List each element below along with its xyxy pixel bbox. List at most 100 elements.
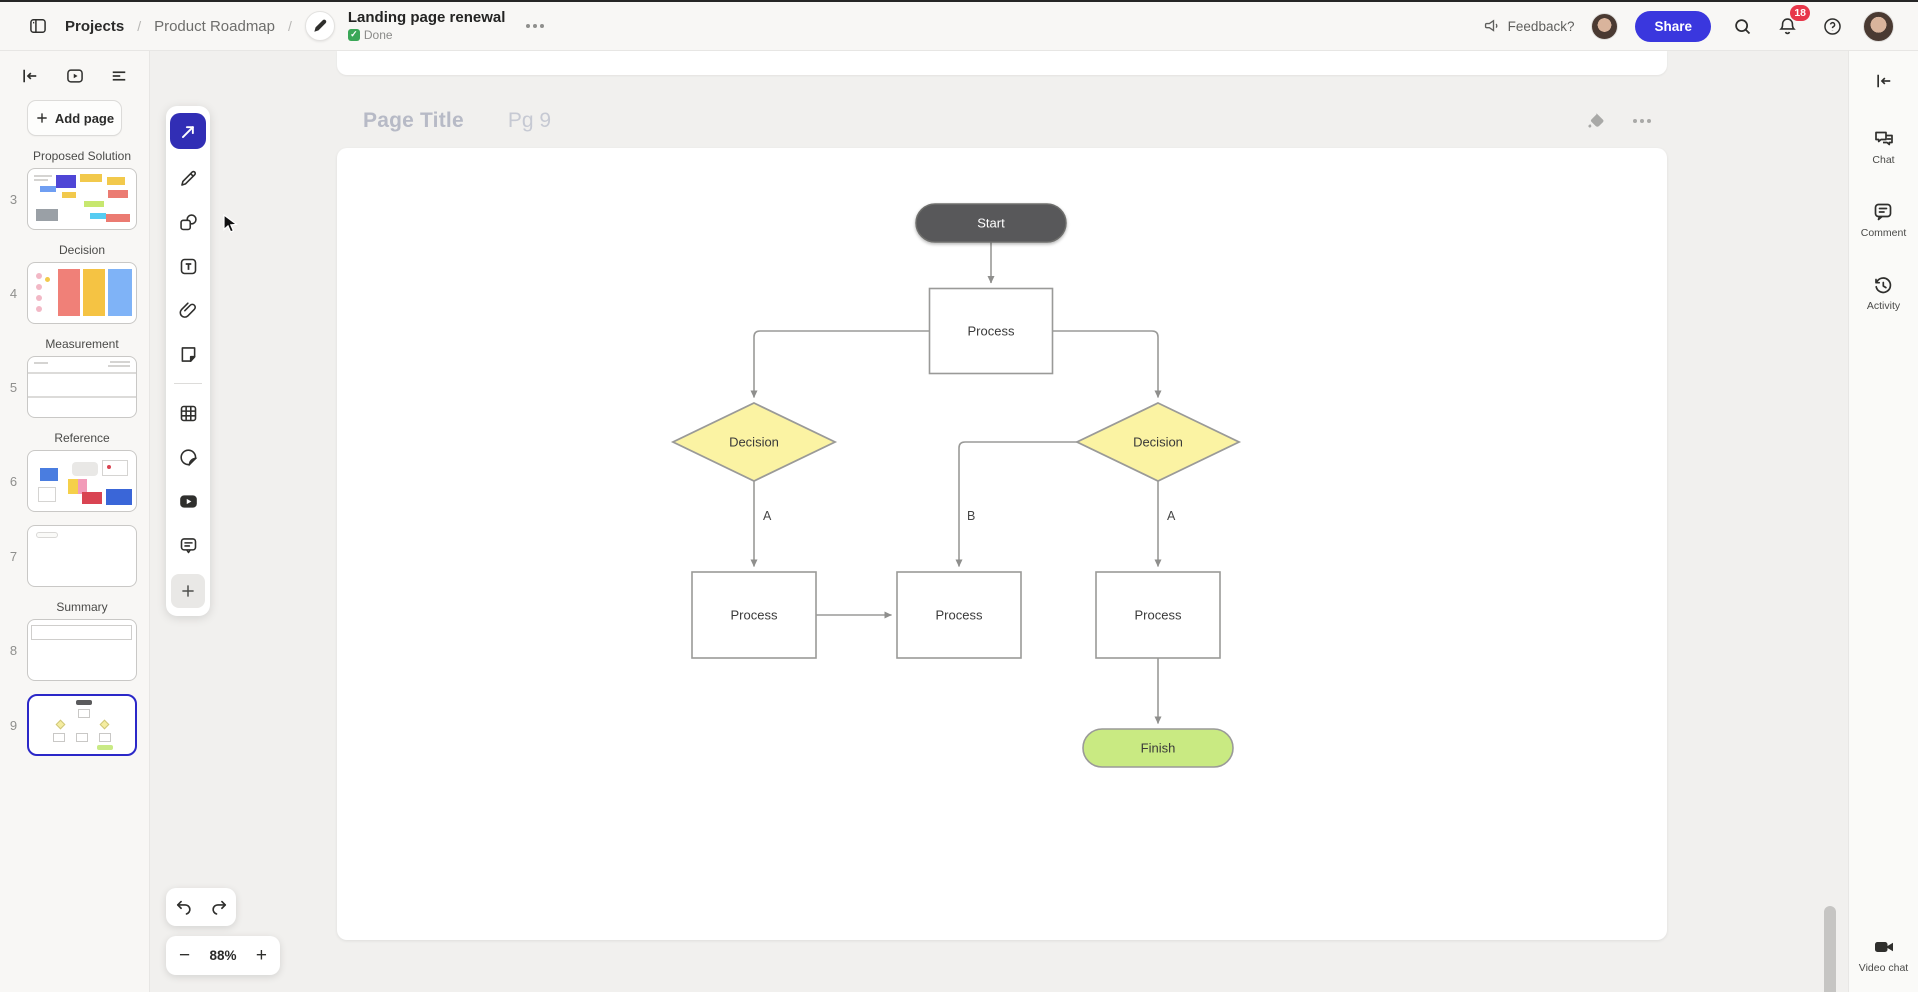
node-decision-right[interactable]: Decision: [1074, 402, 1242, 482]
breadcrumb-parent[interactable]: Product Roadmap: [154, 17, 275, 35]
page-thumbnail-9-selected[interactable]: [27, 694, 137, 756]
page-thumbnail-4[interactable]: [27, 262, 137, 324]
activity-button[interactable]: Activity: [1867, 273, 1900, 312]
page-thumbnail-7[interactable]: [27, 525, 137, 587]
user-avatar[interactable]: [1863, 10, 1894, 42]
window-top-edge: [0, 0, 1918, 2]
edge-decision-right-b: [955, 441, 1077, 567]
edge-label: A: [763, 509, 772, 523]
page-list: Proposed Solution 3: [0, 149, 149, 756]
sticky-note-tool[interactable]: [173, 339, 203, 369]
edge-process-decision-left: [750, 330, 930, 398]
zoom-out-button[interactable]: −: [179, 945, 191, 966]
breadcrumb-separator: /: [288, 18, 292, 34]
vertical-scrollbar[interactable]: [1824, 906, 1836, 992]
page-entry: 9: [0, 694, 149, 756]
node-start[interactable]: Start: [915, 203, 1067, 243]
comment-button[interactable]: Comment: [1860, 200, 1907, 239]
redo-button[interactable]: [209, 897, 229, 917]
doc-more-menu-icon[interactable]: [526, 24, 545, 28]
fill-color-icon[interactable]: [1585, 110, 1607, 132]
page-number: 5: [9, 379, 18, 395]
page-entry: Reference 6: [0, 431, 149, 512]
search-icon[interactable]: [1728, 12, 1756, 40]
doc-status-badge[interactable]: ✓ Done: [347, 27, 506, 42]
node-process-3[interactable]: Process: [896, 571, 1022, 659]
node-label: Start: [977, 216, 1005, 231]
select-tool[interactable]: [170, 113, 206, 149]
draw-tool[interactable]: [173, 163, 203, 193]
table-tool[interactable]: [173, 398, 203, 428]
share-button[interactable]: Share: [1635, 10, 1711, 42]
activity-label: Activity: [1866, 300, 1901, 312]
status-label: Done: [363, 27, 393, 42]
page-group-label: Reference: [54, 431, 110, 445]
more-tools-button[interactable]: [171, 574, 205, 608]
node-label: Decision: [1133, 435, 1183, 450]
page-group-label: Measurement: [45, 337, 119, 351]
feedback-button[interactable]: Feedback?: [1483, 17, 1574, 35]
flowchart-edges: [750, 242, 1162, 724]
tool-divider: [174, 383, 202, 384]
tool-palette: [166, 106, 210, 616]
edge-process-decision-right: [1052, 330, 1162, 398]
video-camera-icon: [1874, 942, 1893, 952]
node-finish[interactable]: Finish: [1082, 728, 1234, 768]
comment-icon: [1875, 203, 1892, 221]
node-label: Process: [936, 608, 983, 623]
page-number: 3: [9, 191, 18, 207]
whiteboard-page[interactable]: A B A Start Process Decision: [337, 148, 1667, 940]
chat-label: Chat: [1872, 154, 1895, 166]
page-thumbnail-5[interactable]: [27, 356, 137, 418]
zoom-level[interactable]: 88%: [209, 948, 237, 963]
page-thumbnail-3[interactable]: [27, 168, 137, 230]
add-page-button[interactable]: Add page: [27, 100, 122, 136]
collapse-sidebar-icon[interactable]: [20, 66, 40, 86]
node-label: Decision: [729, 435, 779, 450]
doc-title[interactable]: Landing page renewal: [347, 9, 506, 27]
text-tool[interactable]: [173, 251, 203, 281]
node-process-4[interactable]: Process: [1095, 571, 1221, 659]
previous-page-edge[interactable]: [337, 51, 1667, 75]
chat-button[interactable]: Chat: [1872, 127, 1896, 166]
page-thumbnail-6[interactable]: [27, 450, 137, 512]
shapes-tool[interactable]: [173, 207, 203, 237]
video-tool[interactable]: [173, 486, 203, 516]
node-process-2[interactable]: Process: [691, 571, 817, 659]
page-more-menu-icon[interactable]: [1633, 119, 1651, 123]
doc-pencil-icon[interactable]: [304, 11, 335, 41]
history-panel: [166, 888, 236, 926]
collaborator-avatar[interactable]: [1591, 12, 1619, 40]
collapse-panel-icon[interactable]: [1874, 71, 1894, 91]
node-label: Process: [731, 608, 778, 623]
node-label: Process: [968, 324, 1015, 339]
breadcrumb-projects[interactable]: Projects: [65, 17, 125, 35]
video-chat-button[interactable]: Video chat: [1859, 935, 1908, 974]
node-label: Process: [1135, 608, 1182, 623]
collaboration-sidebar: Chat Comment Activity Video chat: [1848, 51, 1918, 992]
comment-label: Comment: [1860, 227, 1907, 239]
page-title[interactable]: Page Title: [363, 109, 464, 132]
attachment-tool[interactable]: [173, 295, 203, 325]
video-chat-label: Video chat: [1858, 962, 1909, 974]
node-decision-left[interactable]: Decision: [670, 402, 838, 482]
notifications-bell-icon[interactable]: 18: [1773, 5, 1810, 40]
page-list-icon[interactable]: [109, 66, 129, 86]
sidebar-toggle-icon[interactable]: [24, 12, 52, 40]
megaphone-icon: [1484, 19, 1498, 32]
comment-tool[interactable]: [173, 530, 203, 560]
page-group-label: Summary: [56, 600, 108, 614]
zoom-in-button[interactable]: +: [255, 945, 267, 966]
help-icon[interactable]: [1818, 12, 1846, 40]
undo-button[interactable]: [174, 897, 194, 917]
page-entry: Summary 8: [0, 600, 149, 681]
page-group-label: Proposed Solution: [32, 149, 132, 163]
sticker-tool[interactable]: [173, 442, 203, 472]
page-number: 8: [9, 642, 18, 658]
canvas-area[interactable]: Page Title Pg 9: [150, 51, 1848, 992]
page-number: 9: [9, 717, 18, 733]
edge-label: A: [1167, 509, 1176, 523]
present-icon[interactable]: [65, 66, 85, 86]
node-process-1[interactable]: Process: [928, 287, 1054, 375]
page-thumbnail-8[interactable]: [27, 619, 137, 681]
